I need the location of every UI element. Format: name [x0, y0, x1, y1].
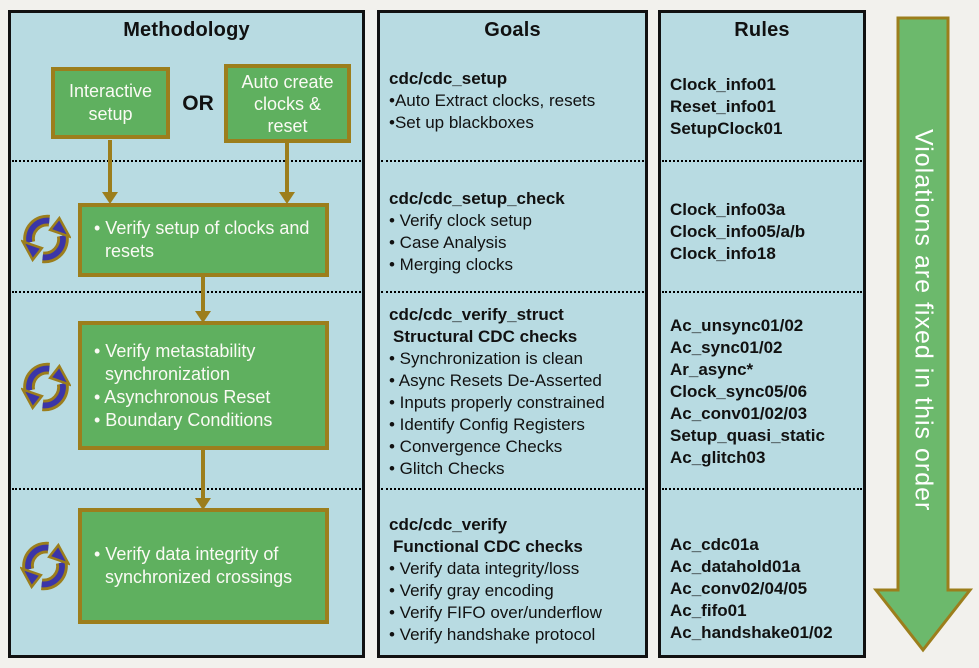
- goal-bullet: • Verify data integrity/loss: [389, 559, 580, 578]
- connector-line: [285, 143, 289, 194]
- goal-bullet: • Verify FIFO over/underflow: [389, 603, 602, 622]
- goal-bullet: • Synchronization is clean: [389, 349, 583, 368]
- rule-item: Ac_cdc01a: [670, 535, 759, 554]
- auto-create-clocks-box: Auto create clocks & reset: [224, 64, 351, 143]
- goal-command: cdc/cdc_setup_check: [389, 189, 565, 208]
- goal-bullet: • Async Resets De-Asserted: [389, 371, 602, 390]
- rule-item: Ac_glitch03: [670, 448, 766, 467]
- down-arrowhead-icon: [195, 498, 211, 510]
- goal-bullet: • Verify handshake protocol: [389, 625, 596, 644]
- goal-bullet: • Verify gray encoding: [389, 581, 554, 600]
- rule-item: Ac_fifo01: [670, 601, 747, 620]
- rule-item: Reset_info01: [670, 97, 776, 116]
- rule-item: Clock_info01: [670, 75, 776, 94]
- methodology-header: Methodology: [123, 19, 250, 41]
- goal-bullet-list: •Auto Extract clocks, resets •Set up blac…: [389, 90, 641, 134]
- iteration-loop-icon: [20, 541, 70, 591]
- goal-bullet: • Case Analysis: [389, 233, 507, 252]
- connector-line: [201, 276, 205, 314]
- goal-bullet: •Set up blackboxes: [389, 113, 534, 132]
- dotted-separator: [12, 160, 361, 162]
- down-arrowhead-icon: [279, 192, 295, 204]
- rule-item: Ac_datahold01a: [670, 557, 801, 576]
- step-bullet: • Verify data integrity of synchronized …: [94, 544, 293, 587]
- dotted-separator: [12, 291, 361, 293]
- goals-header: Goals: [484, 19, 541, 41]
- rule-item: Clock_info05/a/b: [670, 222, 806, 241]
- interactive-setup-box: Interactive setup: [51, 67, 170, 139]
- step-bullet: • Verify metastability synchronization: [94, 340, 256, 384]
- goal-subtitle: Structural CDC checks: [393, 327, 578, 346]
- goals-section-setup: cdc/cdc_setup •Auto Extract clocks, rese…: [389, 68, 641, 134]
- rule-item: Ac_sync01/02: [670, 338, 783, 357]
- iteration-loop-icon: [21, 362, 71, 412]
- or-label: OR: [182, 92, 214, 115]
- down-arrowhead-icon: [102, 192, 118, 204]
- verify-setup-box: • Verify setup of clocks and resets: [78, 203, 329, 277]
- goal-command: cdc/cdc_verify: [389, 515, 508, 534]
- goals-panel: [377, 10, 648, 658]
- dotted-separator: [12, 488, 361, 490]
- rule-item: Setup_quasi_static: [670, 426, 825, 445]
- rule-item: Ac_unsync01/02: [670, 316, 804, 335]
- rule-item: Clock_info18: [670, 244, 776, 263]
- goal-command: cdc/cdc_verify_struct: [389, 305, 564, 324]
- goal-command: cdc/cdc_setup: [389, 69, 508, 88]
- dotted-separator: [381, 291, 644, 293]
- rules-panel: [658, 10, 866, 658]
- step-bullet: • Asynchronous Reset: [94, 386, 271, 407]
- goal-bullet: • Inputs properly constrained: [389, 393, 605, 412]
- dotted-separator: [662, 291, 862, 293]
- step-bullet: • Verify setup of clocks and resets: [94, 218, 310, 261]
- goal-bullet: • Convergence Checks: [389, 437, 563, 456]
- goal-subtitle: Functional CDC checks: [393, 537, 583, 556]
- goal-bullet: • Identify Config Registers: [389, 415, 585, 434]
- rules-header: Rules: [734, 19, 790, 41]
- connector-line: [201, 449, 205, 500]
- step-bullet: • Boundary Conditions: [94, 409, 273, 430]
- goal-bullet: • Verify clock setup: [389, 211, 532, 230]
- goals-section-setup-check: cdc/cdc_setup_check • Verify clock setup…: [389, 188, 641, 276]
- rule-item: Ac_handshake01/02: [670, 623, 833, 642]
- rule-item: Ac_conv01/02/03: [670, 404, 808, 423]
- goal-bullet: • Glitch Checks: [389, 459, 505, 478]
- goals-section-verify: cdc/cdc_verify Functional CDC checks • V…: [389, 514, 641, 646]
- iteration-loop-icon: [21, 214, 71, 264]
- goal-bullet: • Merging clocks: [389, 255, 514, 274]
- goal-bullet-list: • Synchronization is clean • Async Resets…: [389, 348, 641, 480]
- rule-item: Ac_conv02/04/05: [670, 579, 808, 598]
- auto-create-clocks-label: Auto create clocks & reset: [241, 71, 334, 136]
- violations-order-label: Violations are fixed in this order: [909, 128, 938, 512]
- verify-data-integrity-box: • Verify data integrity of synchronized …: [78, 508, 329, 624]
- dotted-separator: [381, 488, 644, 490]
- rule-item: SetupClock01: [670, 119, 783, 138]
- goals-section-verify-struct: cdc/cdc_verify_struct Structural CDC che…: [389, 304, 641, 480]
- interactive-setup-label: Interactive setup: [68, 81, 153, 124]
- violations-order-arrow-icon: [872, 16, 974, 653]
- rule-item: Ar_async*: [670, 360, 754, 379]
- dotted-separator: [662, 160, 862, 162]
- rule-item: Clock_sync05/06: [670, 382, 808, 401]
- rule-item: Clock_info03a: [670, 200, 786, 219]
- verify-metastability-box: • Verify metastability synchronization• …: [78, 321, 329, 450]
- down-arrowhead-icon: [195, 311, 211, 323]
- dotted-separator: [381, 160, 644, 162]
- goal-bullet-list: • Verify data integrity/loss • Verify gra…: [389, 558, 641, 646]
- goal-bullet-list: • Verify clock setup • Case Analysis • Mer…: [389, 210, 641, 276]
- goal-bullet: •Auto Extract clocks, resets: [389, 91, 596, 110]
- connector-line: [108, 140, 112, 194]
- dotted-separator: [662, 488, 862, 490]
